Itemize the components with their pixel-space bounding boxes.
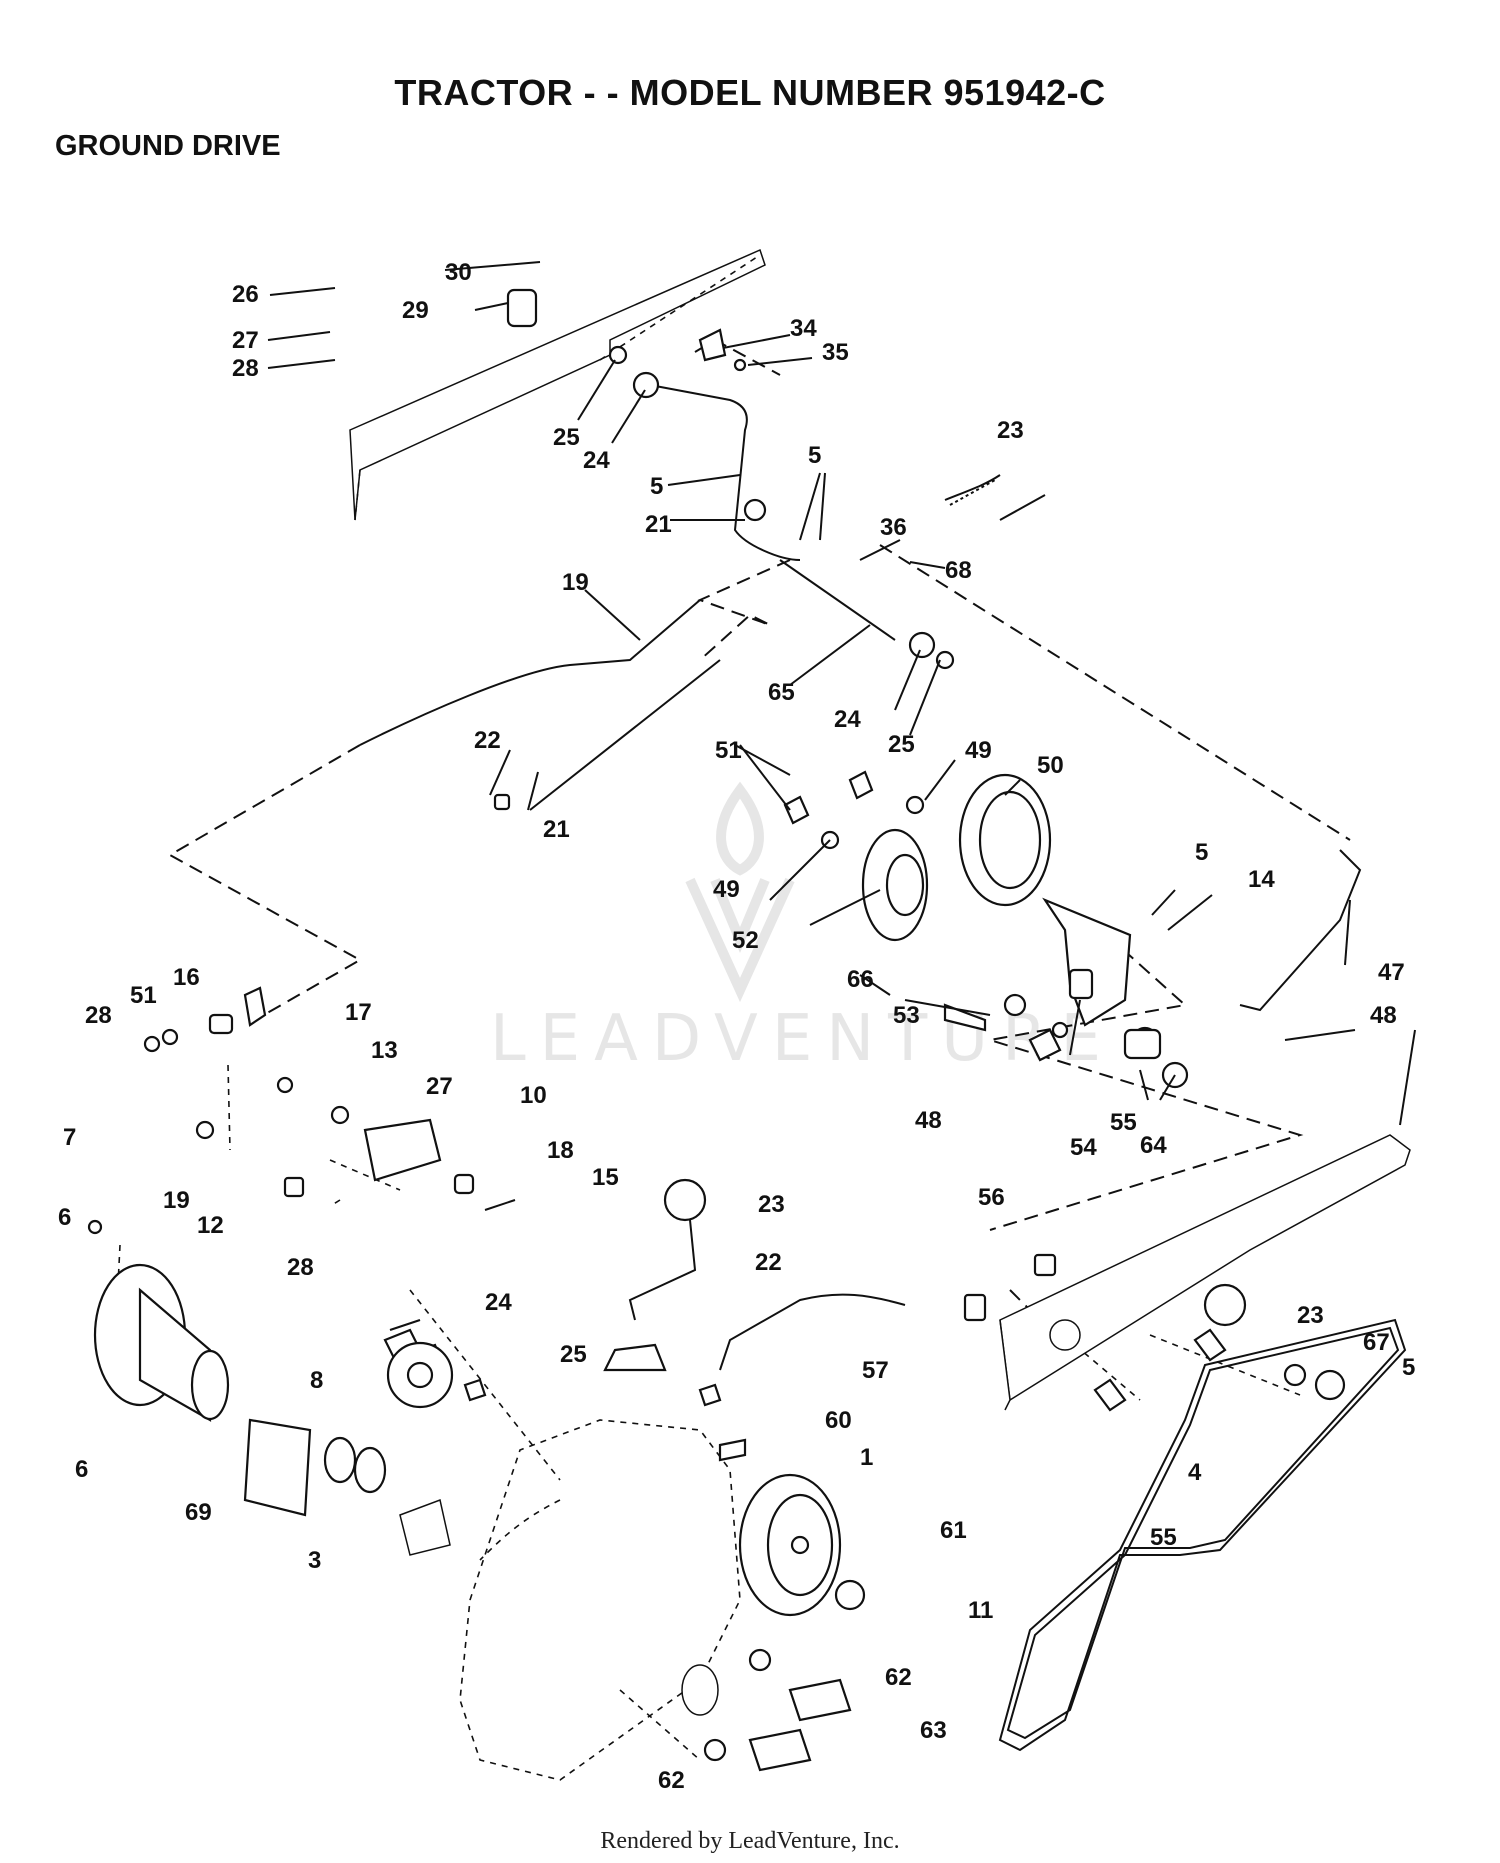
callout-28: 28 (85, 1002, 112, 1029)
callout-62: 62 (885, 1664, 912, 1691)
callout-17: 16 (173, 964, 200, 991)
callout-18: 17 (345, 999, 372, 1026)
callout-23: 23 (758, 1191, 785, 1218)
callout-14: 13 (371, 1037, 398, 1064)
callout-36: 23 (997, 417, 1024, 444)
callout-3: 3 (308, 1547, 321, 1574)
belt (998, 1318, 1407, 1752)
callout-7: 6 (75, 1456, 88, 1483)
callout-34: 21 (543, 816, 570, 843)
callout-38: 25 (553, 424, 580, 451)
callout-30: 21 (645, 511, 672, 538)
upper-frame-rail (349, 248, 766, 521)
callout-50: 50 (1037, 752, 1064, 779)
callout-43: 30 (445, 259, 472, 286)
callout-53: 53 (893, 1002, 920, 1029)
callout-64: 65 (768, 679, 795, 706)
callout-35: 22 (474, 727, 501, 754)
callout-51b: 51 (130, 982, 157, 1009)
callout-55: 55 (1110, 1109, 1137, 1136)
callout-48: 48 (1370, 1002, 1397, 1029)
callout-60: 60 (825, 1407, 852, 1434)
callout-37b: 24 (834, 706, 861, 733)
footer-credit: Rendered by LeadVenture, Inc. (600, 1828, 900, 1854)
callout-44: 34 (790, 315, 817, 342)
callout-6c: 5 (1195, 839, 1208, 866)
callout-12: 11 (968, 1597, 993, 1624)
callout-52: 52 (732, 927, 759, 954)
section-title: GROUND DRIVE (55, 130, 281, 162)
callout-6a: 5 (650, 473, 663, 500)
callout-51: 51 (715, 737, 742, 764)
callout-37: 24 (583, 447, 610, 474)
callout-29: 19 (562, 569, 589, 596)
callout-19: 18 (547, 1137, 574, 1164)
callout-42: 29 (402, 297, 429, 324)
callout-49: 49 (965, 737, 992, 764)
callout-8: 6 (58, 1204, 71, 1231)
callout-62b: 62 (658, 1767, 685, 1794)
callout-9: 7 (63, 1124, 76, 1151)
assembly-lines (117, 338, 1351, 1481)
callout-61: 61 (940, 1517, 967, 1544)
callout-13: 12 (197, 1212, 224, 1239)
callout-56: 55 (1150, 1524, 1177, 1551)
lower-frame-rail (999, 1134, 1411, 1411)
callout-4: 4 (1188, 1459, 1202, 1486)
callout-41: 28 (232, 355, 259, 382)
callout-57: 56 (978, 1184, 1005, 1211)
callout-63: 63 (920, 1717, 947, 1744)
callout-15: 14 (1248, 866, 1275, 893)
callout-10: 8 (310, 1367, 323, 1394)
callout-1: 1 (860, 1444, 873, 1471)
callout-5: 5 (1402, 1354, 1415, 1381)
callout-25: 25 (560, 1341, 587, 1368)
callout-39: 26 (232, 281, 259, 308)
watermark-logo (685, 781, 795, 1003)
callout-59: 57 (862, 1357, 889, 1384)
callout-labels: 26 27 28 30 29 34 35 25 24 23 5 5 21 36 … (58, 259, 1415, 1794)
callout-45: 35 (822, 339, 849, 366)
shift-lever (603, 1178, 1247, 1372)
hub-axle (93, 1263, 387, 1517)
callout-16: 15 (592, 1164, 619, 1191)
callout-22: 22 (755, 1249, 782, 1276)
callout-38b: 25 (888, 731, 915, 758)
callout-26: 27 (426, 1073, 453, 1100)
pulleys (738, 773, 1052, 1617)
callout-66: 64 (1140, 1132, 1167, 1159)
small-parts (87, 288, 1346, 1772)
callout-11: 10 (520, 1082, 547, 1109)
callout-21: 19 (163, 1187, 190, 1214)
callout-65: 66 (847, 966, 874, 993)
callout-40: 27 (232, 327, 259, 354)
callout-46: 36 (880, 514, 907, 541)
callout-68: 68 (945, 557, 972, 584)
callout-69: 69 (185, 1499, 212, 1526)
callout-48b: 48 (915, 1107, 942, 1134)
linkage-rods (359, 384, 1362, 1371)
callout-6b: 5 (808, 442, 821, 469)
callout-23b: 23 (1297, 1302, 1324, 1329)
callout-24: 24 (485, 1289, 512, 1316)
diagram-title: TRACTOR - - MODEL NUMBER 951942-C (394, 72, 1106, 113)
callout-67: 67 (1363, 1329, 1390, 1356)
callout-54: 54 (1070, 1134, 1097, 1161)
callout-47: 47 (1378, 959, 1405, 986)
leader-lines (267, 261, 1416, 1126)
idler-bracket (943, 897, 1132, 1032)
transaxle-housing (399, 1419, 741, 1781)
callout-49b: 49 (713, 876, 740, 903)
callout-27: 28 (287, 1254, 314, 1281)
